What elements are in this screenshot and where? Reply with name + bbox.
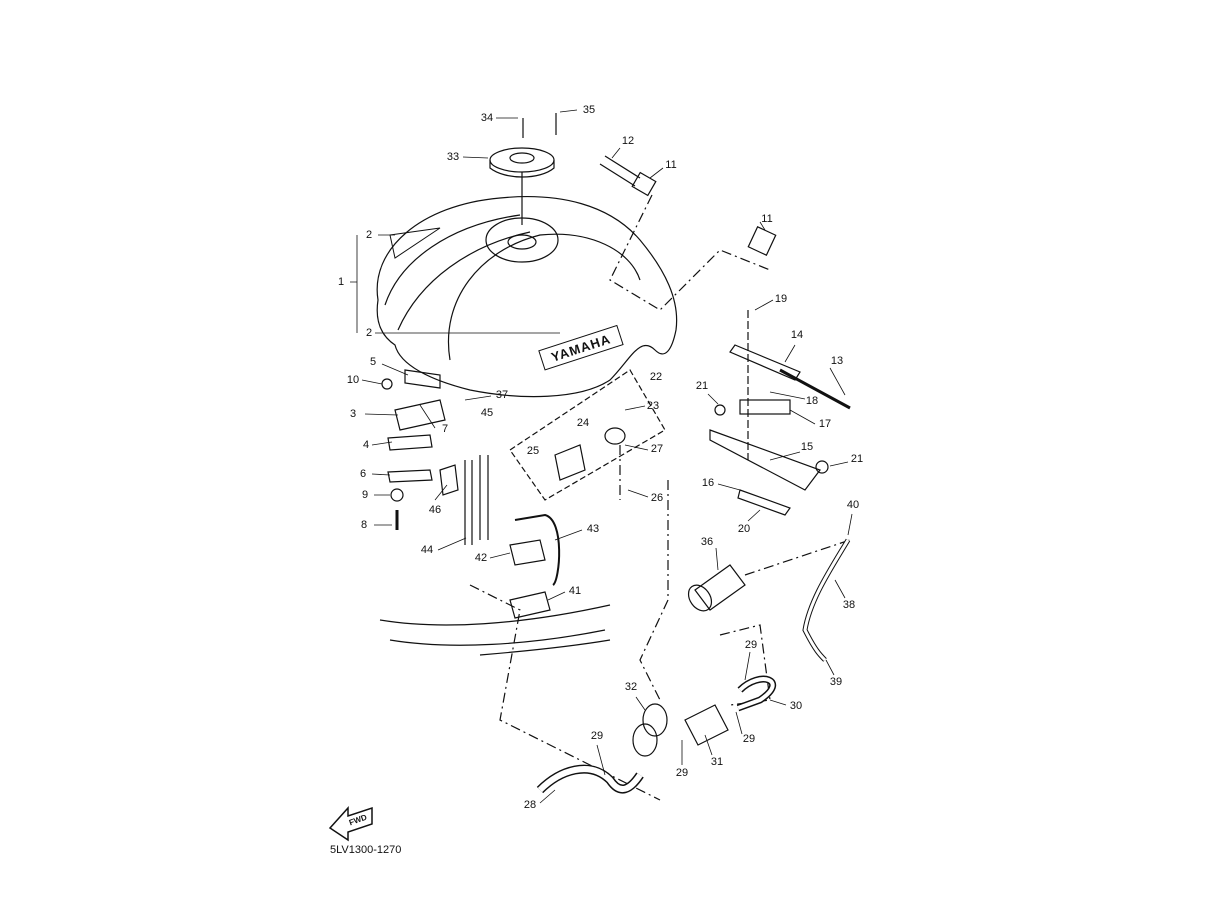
callout-10: 10 — [346, 374, 360, 386]
callout-8: 8 — [360, 519, 368, 531]
callout-37: 37 — [495, 389, 509, 401]
callout-43: 43 — [586, 523, 600, 535]
callout-11: 11 — [665, 159, 677, 171]
callout-42: 42 — [474, 552, 488, 564]
fuel-tank — [376, 195, 678, 398]
callout-20: 20 — [737, 523, 751, 535]
callout-45: 45 — [480, 407, 494, 419]
callout-9: 9 — [361, 489, 369, 501]
callout-23: 23 — [646, 400, 660, 412]
callout-39: 39 — [829, 676, 843, 688]
callout-46: 46 — [428, 504, 442, 516]
yamaha-logo — [538, 324, 624, 371]
callout-14: 14 — [790, 329, 804, 341]
callout-11b: 11 — [761, 213, 773, 225]
callout-21b: 21 — [850, 453, 864, 465]
callout-5: 5 — [369, 356, 377, 368]
callout-36: 36 — [700, 536, 714, 548]
callout-25: 25 — [526, 445, 540, 457]
callout-41: 41 — [568, 585, 582, 597]
callout-27: 27 — [650, 443, 664, 455]
callout-32: 32 — [624, 681, 638, 693]
callout-2: 2 — [365, 229, 373, 241]
callout-13: 13 — [830, 355, 844, 367]
callout-3: 3 — [349, 408, 357, 420]
callout-24: 24 — [576, 417, 590, 429]
callout-7: 7 — [441, 423, 449, 435]
callout-34: 34 — [480, 112, 494, 124]
callout-1: 1 — [337, 276, 345, 288]
fwd-arrow-icon — [328, 806, 373, 842]
callout-17: 17 — [818, 418, 832, 430]
callout-21: 21 — [695, 380, 709, 392]
callout-2b: 2 — [365, 327, 373, 339]
callout-4: 4 — [362, 439, 370, 451]
callout-15: 15 — [800, 441, 814, 453]
callout-29b: 29 — [742, 733, 756, 745]
callout-40: 40 — [846, 499, 860, 511]
callout-16: 16 — [701, 477, 715, 489]
fuel-pump — [694, 564, 746, 611]
callout-31: 31 — [710, 756, 724, 768]
callout-29c: 29 — [590, 730, 604, 742]
callout-44: 44 — [420, 544, 434, 556]
callout-29: 29 — [744, 639, 758, 651]
fuel-cap — [489, 147, 555, 173]
callout-19: 19 — [774, 293, 788, 305]
callout-30: 30 — [789, 700, 803, 712]
callout-35: 35 — [582, 104, 596, 116]
callout-6: 6 — [359, 468, 367, 480]
callout-22: 22 — [649, 371, 663, 383]
callout-38: 38 — [842, 599, 856, 611]
callout-18: 18 — [805, 395, 819, 407]
diagram-code: 5LV1300-1270 — [330, 844, 402, 856]
callout-33: 33 — [446, 151, 460, 163]
callout-26: 26 — [650, 492, 664, 504]
callout-12: 12 — [621, 135, 635, 147]
callout-29d: 29 — [675, 767, 689, 779]
callout-28: 28 — [523, 799, 537, 811]
